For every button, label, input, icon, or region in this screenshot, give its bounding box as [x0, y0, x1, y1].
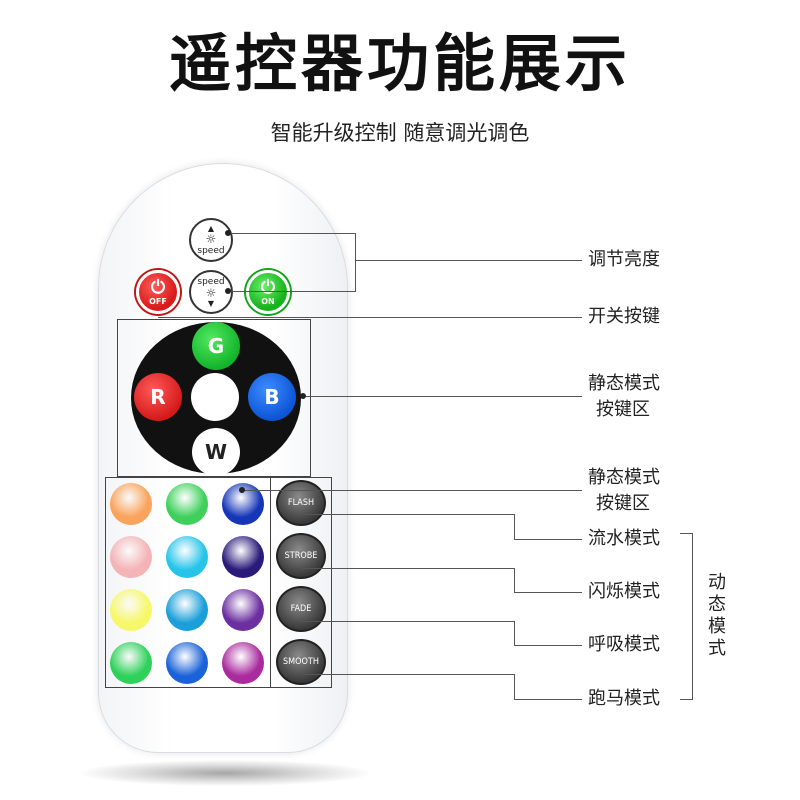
label-static-2-line2: 按键区 — [596, 493, 650, 514]
on-button[interactable]: ⏻ ON — [246, 270, 290, 314]
leader-line — [355, 260, 582, 261]
leader-line — [514, 621, 515, 645]
label-run: 跑马模式 — [588, 688, 660, 709]
speed-up-button[interactable]: ▲ ☼ speed — [189, 218, 233, 262]
leader-line — [514, 539, 582, 540]
leader-line — [241, 490, 582, 491]
label-dynamic-mode: 动态模式 — [708, 572, 726, 659]
leader-line — [302, 674, 514, 675]
smooth-button[interactable]: SMOOTH — [276, 639, 326, 685]
leader-line — [228, 233, 355, 234]
triangle-down-icon: ▼ — [207, 298, 215, 308]
power-icon: ⏻ — [260, 276, 276, 298]
brightness-icon: ☼ — [205, 231, 217, 246]
leader-line — [514, 674, 515, 699]
label-power: 开关按键 — [588, 306, 660, 327]
power-icon: ⏻ — [150, 276, 166, 298]
leader-line — [303, 396, 582, 397]
triangle-up-icon: ▲ — [207, 223, 215, 233]
brightness-icon: ☼ — [205, 285, 217, 300]
leader-line — [355, 233, 356, 292]
leader-line — [302, 621, 514, 622]
bracket-line — [680, 699, 693, 700]
off-label: OFF — [149, 296, 167, 306]
leader-line — [514, 514, 515, 539]
leader-dot — [225, 288, 231, 294]
label-flow: 流水模式 — [588, 528, 660, 549]
bracket-line — [680, 533, 693, 534]
leader-dot — [239, 487, 245, 493]
label-brightness: 调节亮度 — [588, 249, 660, 270]
leader-line — [514, 645, 582, 646]
remote-shadow — [80, 760, 370, 786]
leader-line — [514, 699, 582, 700]
white-button[interactable]: W — [192, 428, 240, 476]
color-button[interactable] — [222, 589, 264, 631]
leader-dot — [225, 230, 231, 236]
page-title: 遥控器功能展示 — [168, 27, 631, 100]
label-static-1-line1: 静态模式 — [588, 373, 660, 394]
static-mode-frame — [117, 319, 311, 477]
speed-down-label: speed — [197, 276, 225, 287]
blue-button[interactable]: B — [248, 373, 296, 421]
color-button[interactable] — [110, 642, 152, 684]
color-button[interactable] — [110, 536, 152, 578]
label-breath: 呼吸模式 — [588, 634, 660, 655]
color-button[interactable] — [166, 642, 208, 684]
color-button[interactable] — [166, 483, 208, 525]
label-flash: 闪烁模式 — [588, 581, 660, 602]
color-button[interactable] — [110, 483, 152, 525]
leader-line — [228, 291, 355, 292]
color-button[interactable] — [222, 536, 264, 578]
leader-line — [302, 514, 514, 515]
off-button[interactable]: ⏻ OFF — [136, 270, 180, 314]
label-static-1-line2: 按键区 — [596, 399, 650, 420]
page-subtitle: 智能升级控制 随意调光调色 — [270, 121, 530, 145]
leader-dot — [300, 393, 306, 399]
on-label: ON — [261, 296, 275, 306]
color-button[interactable] — [166, 536, 208, 578]
flash-button[interactable]: FLASH — [276, 480, 326, 526]
speed-up-label: speed — [197, 245, 225, 256]
label-static-2-line1: 静态模式 — [588, 467, 660, 488]
color-button[interactable] — [222, 642, 264, 684]
center-button[interactable] — [191, 373, 239, 421]
mode-buttons-frame — [270, 477, 332, 688]
leader-line — [514, 592, 582, 593]
leader-line — [302, 568, 514, 569]
leader-line — [514, 568, 515, 592]
bracket-line — [692, 533, 693, 700]
strobe-button[interactable]: STROBE — [276, 533, 326, 579]
red-button[interactable]: R — [134, 373, 182, 421]
leader-line — [158, 317, 582, 318]
green-button[interactable]: G — [192, 322, 240, 370]
color-button[interactable] — [166, 589, 208, 631]
fade-button[interactable]: FADE — [276, 586, 326, 632]
color-button[interactable] — [110, 589, 152, 631]
